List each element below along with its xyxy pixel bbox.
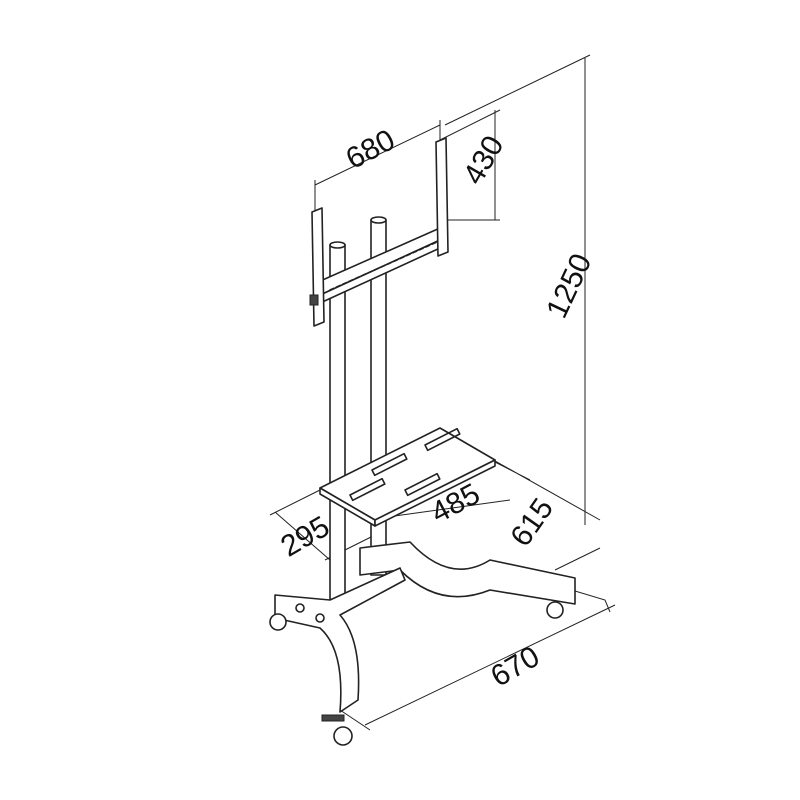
dim-label-total-height: 1250 — [540, 249, 598, 323]
caster-left — [269, 613, 287, 631]
dim-label-shelf-depth: 295 — [275, 510, 335, 564]
caster-right — [546, 601, 564, 619]
base — [269, 541, 576, 746]
vesa-mount-bracket — [309, 137, 449, 327]
dim-label-base-width: 670 — [485, 640, 545, 694]
caster-front — [333, 726, 353, 746]
dim-label-mount-height: 430 — [457, 130, 511, 190]
dim-label-base-depth: 615 — [504, 493, 560, 553]
shelf — [319, 427, 496, 527]
